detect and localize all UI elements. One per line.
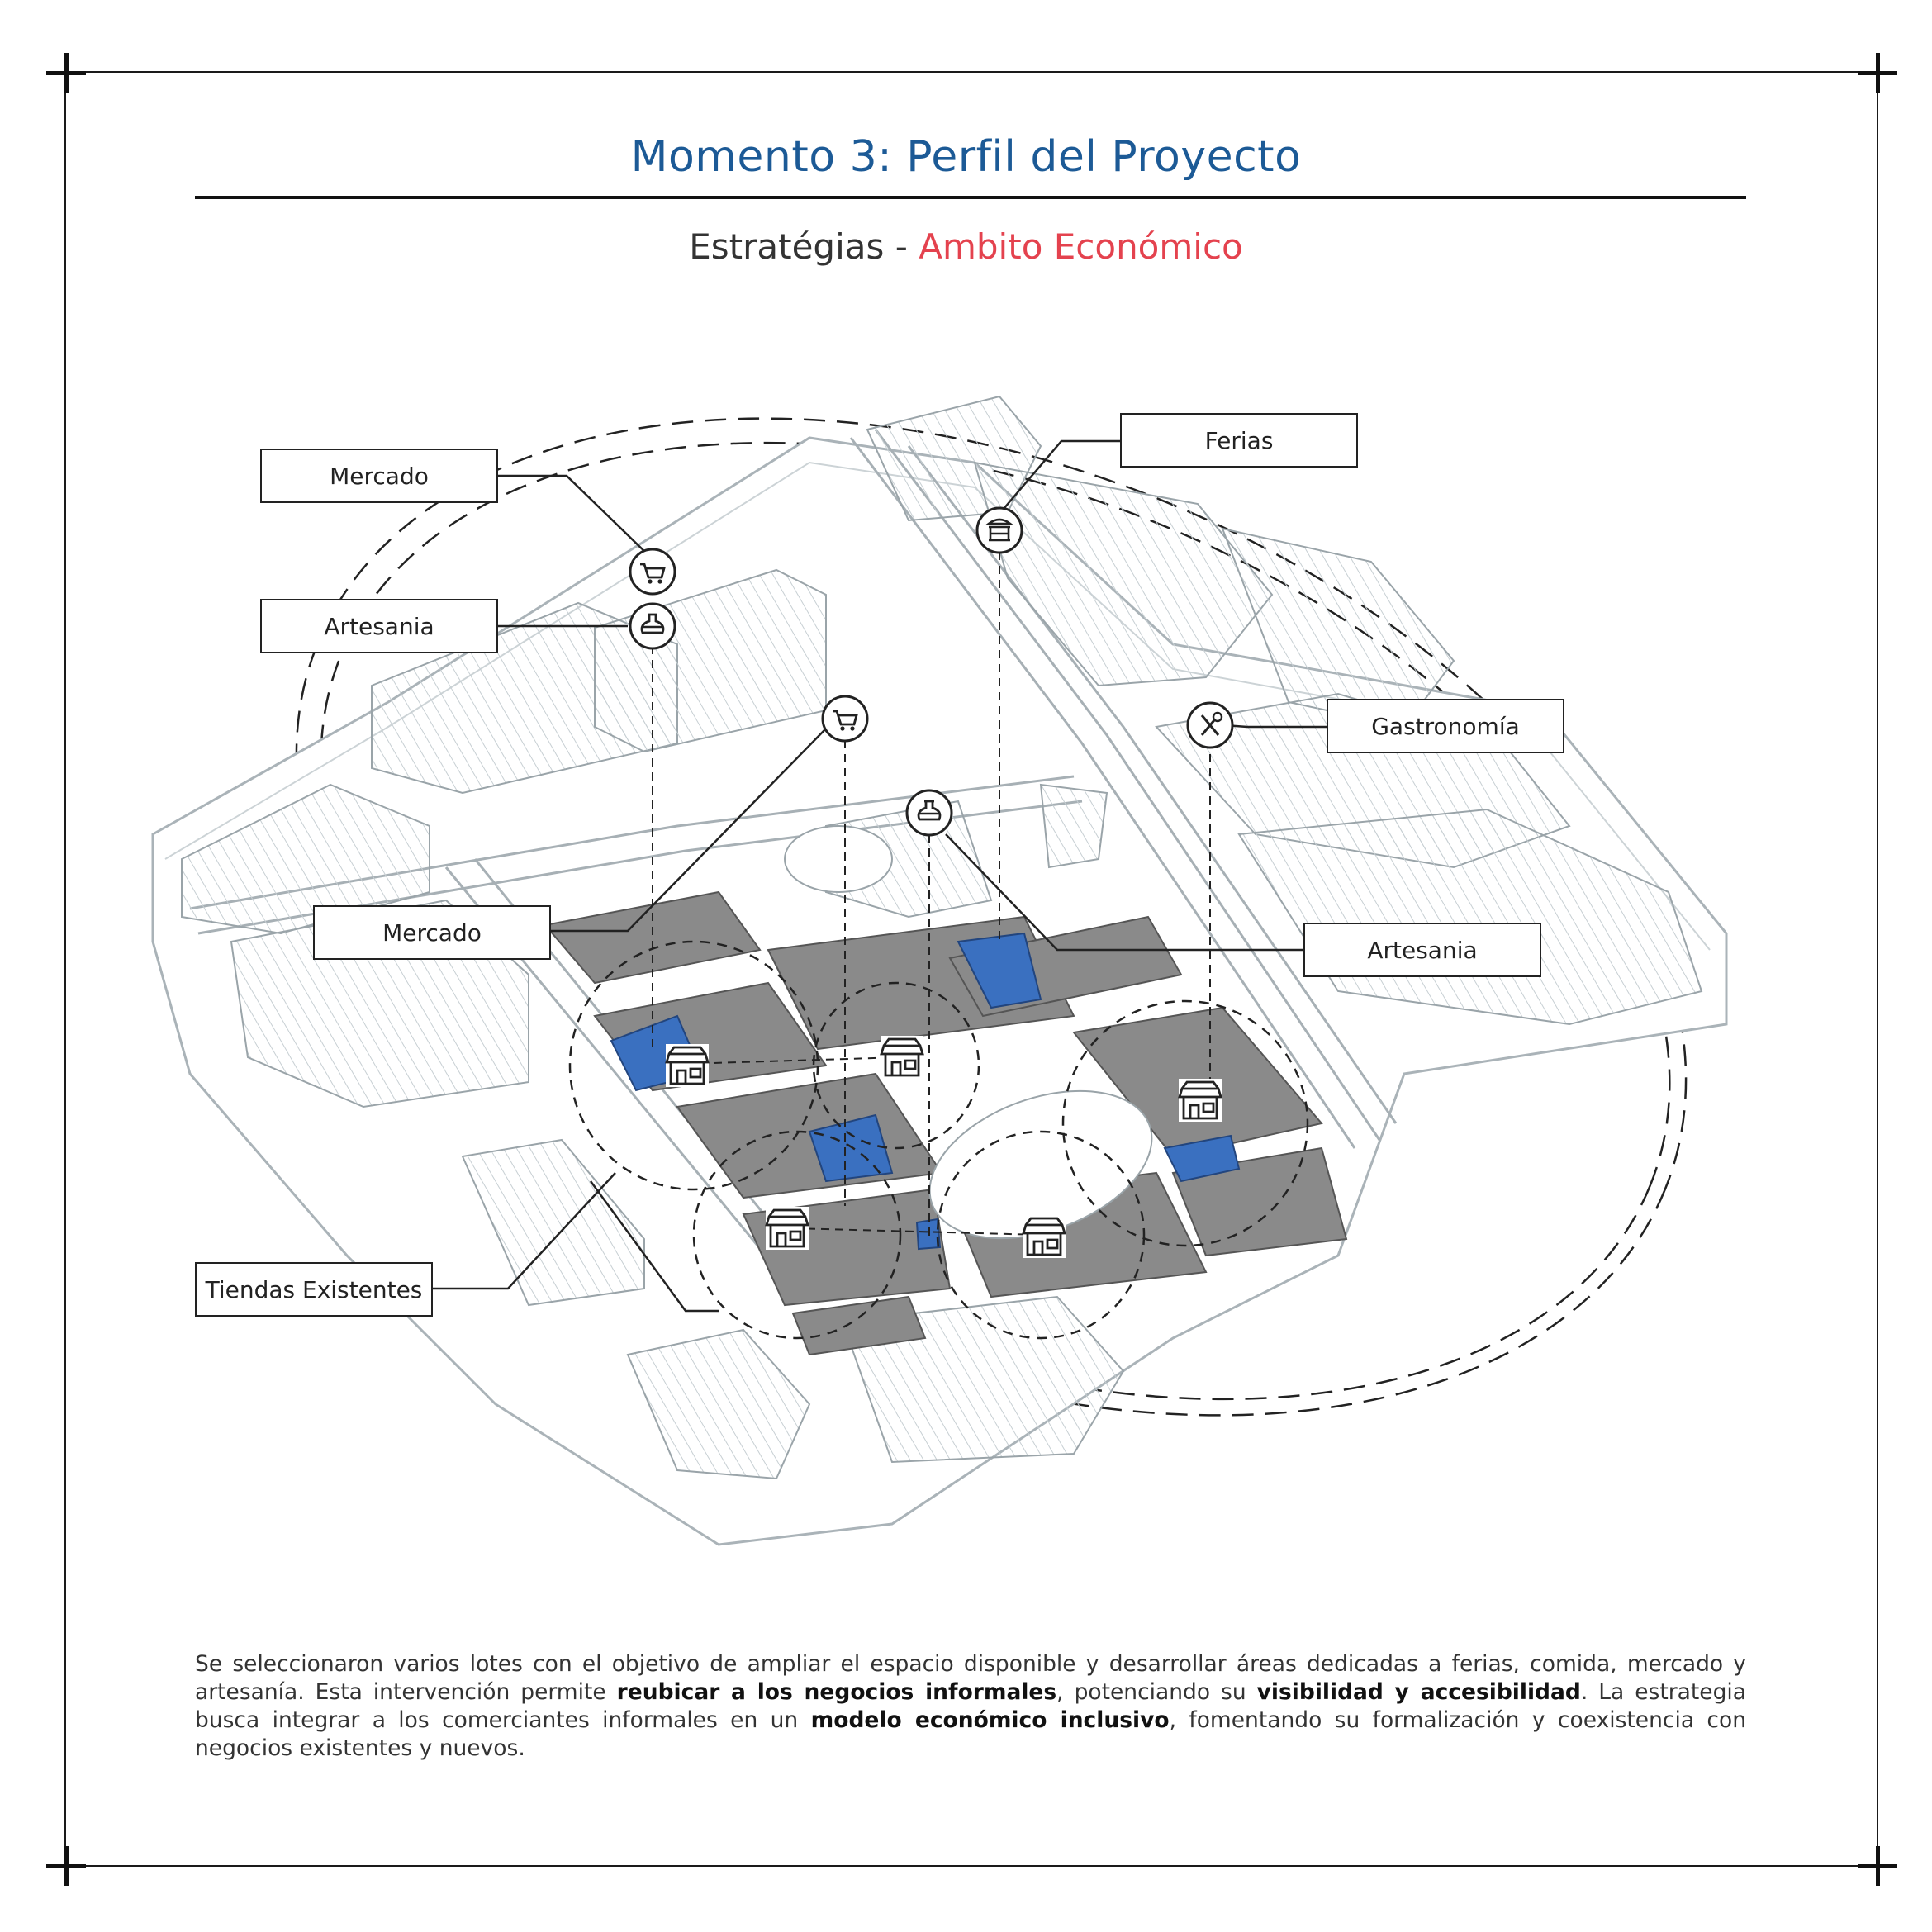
storefront-icon xyxy=(1022,1215,1066,1258)
description-text-3: . La estrategia busca integrar a los com… xyxy=(195,1679,1747,1733)
description-text-4: , fomentando su formalización y coexiste… xyxy=(195,1707,1747,1761)
corner-mark-bottom-left xyxy=(46,1846,86,1886)
shopping-cart-icon xyxy=(629,548,676,596)
intervention-buildings xyxy=(544,890,1348,1356)
strategy-description: Se seleccionaron varios lotes con el obj… xyxy=(195,1650,1746,1763)
storefront-icon xyxy=(765,1207,809,1250)
subtitle-prefix: Estratégias - xyxy=(689,226,919,267)
store-radius-circles xyxy=(568,940,1309,1340)
callout-tiendas-existentes: Tiendas Existentes xyxy=(195,1262,433,1317)
central-plaza xyxy=(784,825,1153,1240)
title-divider xyxy=(195,196,1746,199)
frame-right xyxy=(1877,71,1878,1867)
corner-mark-top-right xyxy=(1858,53,1897,93)
page-title: Momento 3: Perfil del Proyecto xyxy=(630,132,1302,182)
description-text-2: , potenciando su xyxy=(1056,1679,1257,1705)
page-subtitle: Estratégias - Ambito Económico xyxy=(0,226,1932,267)
corner-mark-top-left xyxy=(46,53,86,93)
callout-ferias: Ferias xyxy=(1120,413,1358,468)
pottery-icon xyxy=(905,789,953,837)
frame-left xyxy=(64,71,66,1867)
callout-mercado-top: Mercado xyxy=(260,449,498,503)
description-bold-3: modelo económico inclusivo xyxy=(810,1707,1170,1733)
storefront-icon xyxy=(665,1044,710,1087)
corner-mark-bottom-right xyxy=(1858,1846,1897,1886)
callout-leader-lines xyxy=(432,439,1327,1313)
callout-artesania-right: Artesania xyxy=(1303,923,1541,977)
callout-gastronomia: Gastronomía xyxy=(1327,699,1564,753)
description-bold-2: visibilidad y accesibilidad xyxy=(1256,1679,1581,1705)
market-stall-icon xyxy=(975,506,1023,554)
subtitle-accent: Ambito Económico xyxy=(919,226,1243,267)
utensils-icon xyxy=(1186,701,1234,749)
icon-drop-lines xyxy=(652,552,1211,1239)
frame-bottom xyxy=(64,1865,1878,1867)
pottery-icon xyxy=(629,602,676,650)
shopping-cart-icon xyxy=(821,695,869,743)
description-bold-1: reubicar a los negocios informales xyxy=(616,1679,1057,1705)
storefront-icon xyxy=(1178,1079,1222,1122)
frame-top xyxy=(64,71,1878,73)
callout-mercado-mid: Mercado xyxy=(313,905,551,960)
callout-artesania-left: Artesania xyxy=(260,599,498,653)
description-text-1: Se seleccionaron varios lotes con el obj… xyxy=(195,1651,1746,1705)
storefront-icon xyxy=(880,1036,924,1079)
